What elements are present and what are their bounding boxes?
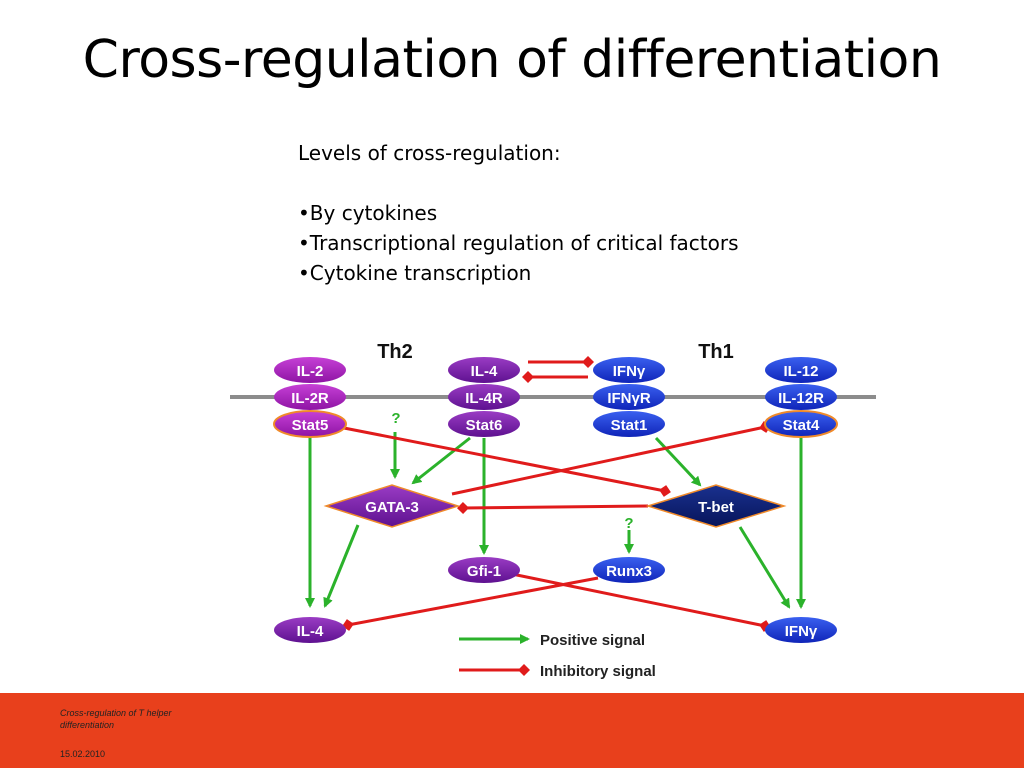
- th2-label: Th2: [377, 341, 413, 363]
- stat6-node: Stat6: [448, 411, 520, 437]
- stat1-node: Stat1: [593, 411, 665, 437]
- inhibit-stat5-tbet: [343, 426, 671, 497]
- gata3-label: GATA-3: [365, 499, 419, 516]
- th1-label: Th1: [698, 341, 734, 363]
- inhibit-runx3-il4: [342, 576, 599, 631]
- footer-title: Cross-regulation of T helper differentia…: [60, 708, 172, 730]
- il4r-node: IL-4R: [448, 384, 520, 410]
- il4-node: IL-4: [448, 357, 520, 383]
- gata3-node: GATA-3: [323, 484, 461, 528]
- ifngr-label: IFNγR: [607, 390, 651, 407]
- il2r-node: IL-2R: [274, 384, 346, 410]
- stat5-node: Stat5: [273, 410, 347, 438]
- positive-gata3-il4: [323, 524, 360, 608]
- ifng-output-node: IFNγ: [765, 617, 837, 643]
- positive-tbet-ifng: [738, 526, 791, 609]
- footer-date: 15.02.2010: [60, 749, 106, 759]
- il4-label: IL-4: [471, 363, 498, 380]
- ifng-output-label: IFNγ: [785, 623, 818, 640]
- gfi1-node: Gfi-1: [448, 557, 520, 583]
- positive-stat1-tbet: [654, 436, 702, 487]
- inhibit-gata3-stat4: [451, 421, 771, 496]
- il12r-label: IL-12R: [778, 390, 824, 407]
- il4-output-node: IL-4: [274, 617, 346, 643]
- runx3-node: Runx3: [593, 557, 665, 583]
- stat6-label: Stat6: [466, 417, 503, 434]
- tbet-node: T-bet: [645, 484, 787, 528]
- il12-label: IL-12: [783, 363, 818, 380]
- stat4-label: Stat4: [783, 417, 820, 434]
- ifng-node: IFNγ: [593, 357, 665, 383]
- question-mark: ?: [624, 515, 633, 532]
- inhibit-gfi1-ifng: [511, 572, 771, 632]
- ifngr-node: IFNγR: [593, 384, 665, 410]
- il2-label: IL-2: [297, 363, 324, 380]
- il12r-node: IL-12R: [765, 384, 837, 410]
- bullet-item: •By cytokines: [298, 201, 438, 225]
- il2-node: IL-2: [274, 357, 346, 383]
- question-mark: ?: [391, 410, 400, 427]
- levels-list: Levels of cross-regulation: •By cytokine…: [298, 138, 739, 288]
- footer-bar: Cross-regulation of T helper differentia…: [0, 693, 1024, 768]
- il4-output-label: IL-4: [297, 623, 324, 640]
- positive-stat6-gata3: [411, 436, 471, 485]
- bullet-item: •Cytokine transcription: [298, 261, 532, 285]
- gfi1-label: Gfi-1: [467, 563, 501, 580]
- il12-node: IL-12: [765, 357, 837, 383]
- inhibit-tbet-gata3: [457, 502, 649, 514]
- ifng-label: IFNγ: [613, 363, 646, 380]
- slide-title: Cross-regulation of differentiation: [82, 30, 942, 90]
- cross-regulation-diagram: Th2 Th1 ? ? IL-2 IL-2R Stat5 IL-4 IL-4R: [230, 341, 876, 680]
- legend-positive-label: Positive signal: [540, 632, 645, 649]
- legend-inhibitory-label: Inhibitory signal: [540, 663, 656, 680]
- runx3-label: Runx3: [606, 563, 652, 580]
- stat1-label: Stat1: [611, 417, 648, 434]
- legend: Positive signal Inhibitory signal: [459, 632, 656, 680]
- il4r-label: IL-4R: [465, 390, 503, 407]
- tbet-label: T-bet: [698, 499, 734, 516]
- stat4-node: Stat4: [764, 410, 838, 438]
- stat5-label: Stat5: [292, 417, 329, 434]
- il2r-label: IL-2R: [291, 390, 329, 407]
- levels-heading: Levels of cross-regulation:: [298, 141, 561, 165]
- bullet-item: •Transcriptional regulation of critical …: [298, 231, 739, 255]
